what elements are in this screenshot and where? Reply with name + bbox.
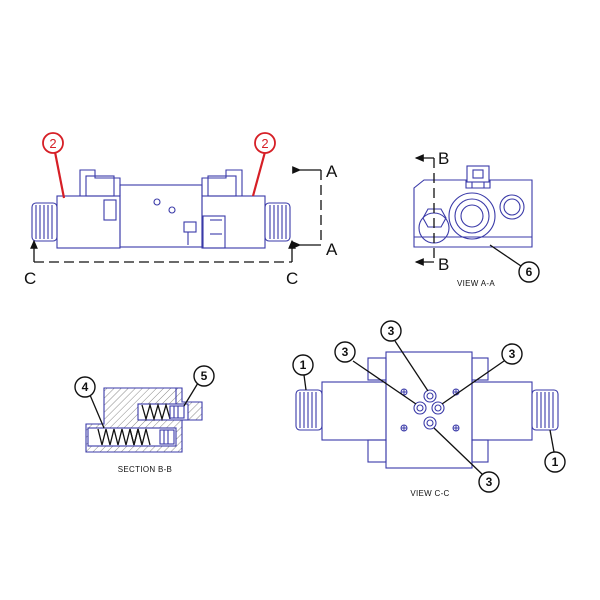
view-a-right-port [499, 194, 525, 220]
callout-3-left: 3 [334, 341, 356, 363]
front-left-knurl [31, 202, 58, 242]
view-c-caption: VIEW C-C [410, 489, 449, 498]
callout-5-label: 5 [201, 369, 208, 383]
section-letter-b-top: B [438, 149, 449, 168]
section-line-c: C C [24, 239, 298, 288]
callout-1-left-label: 1 [300, 358, 307, 372]
callout-2-right-label: 2 [261, 136, 268, 151]
section-letter-c-left: C [24, 269, 36, 288]
view-c-right-solenoid [471, 381, 533, 441]
callout-3-left-leader [352, 360, 417, 405]
section-b-caption: SECTION B-B [118, 465, 172, 474]
view-c-right-knurl [531, 389, 559, 431]
view-c-center-block [385, 351, 473, 469]
callout-4-label: 4 [82, 380, 89, 394]
callout-2-left-leader [53, 151, 66, 199]
callout-3-right: 3 [501, 343, 523, 365]
callout-6-leader [489, 244, 522, 267]
view-c-left-bottom-tab [367, 439, 387, 463]
view-c-ports [413, 389, 445, 430]
callout-2-left: 2 [42, 132, 64, 154]
callout-3-right-label: 3 [509, 347, 516, 361]
section-letter-a-bottom: A [326, 240, 338, 259]
section-letter-c-right: C [286, 269, 298, 288]
view-a-main-bore [448, 192, 496, 240]
section-b-b: 4 5 SECTION B-B [74, 365, 215, 474]
callout-6-label: 6 [526, 265, 533, 279]
view-c-right-top-tab [471, 357, 489, 381]
callout-4: 4 [74, 376, 96, 398]
front-right-knurl [264, 202, 291, 242]
section-b-lower-spool [87, 427, 177, 447]
callout-1-right: 1 [544, 451, 566, 473]
callout-1-left: 1 [292, 354, 314, 376]
view-c-c: 1 1 3 3 3 3 VIEW C-C [292, 320, 566, 498]
view-a-connector [466, 165, 490, 188]
callout-3-bottom-leader [433, 427, 484, 476]
view-c-bolt-marks [400, 388, 460, 432]
view-c-right-bottom-tab [471, 439, 489, 463]
callout-1-left-leader [303, 374, 307, 391]
section-b-upper-spool [137, 402, 189, 422]
view-a-left-hex-port [422, 208, 447, 228]
callout-2-right: 2 [254, 132, 276, 154]
section-letter-b-bottom: B [438, 255, 449, 274]
front-valve-body [119, 184, 226, 249]
callout-2-left-label: 2 [49, 136, 56, 151]
callout-1-right-label: 1 [552, 455, 559, 469]
callout-3-bottom: 3 [478, 471, 500, 493]
section-letter-a-top: A [326, 162, 338, 181]
view-a-a: B B 6 VIEW A-A [413, 149, 540, 288]
callout-3-left-label: 3 [342, 345, 349, 359]
callout-3-top-label: 3 [388, 324, 395, 338]
section-line-b: B B [414, 149, 449, 274]
callout-1-right-leader [549, 429, 555, 453]
front-right-connector [201, 169, 243, 197]
callout-3-top: 3 [380, 320, 402, 342]
front-left-connector [79, 169, 121, 221]
callout-4-leader [89, 394, 105, 429]
front-view: 2 2 A A C C [24, 132, 338, 288]
section-line-a: A A [292, 162, 338, 259]
front-left-solenoid [56, 195, 121, 249]
callout-3-top-leader [394, 340, 429, 392]
callout-5-leader [183, 382, 199, 407]
front-right-solenoid [201, 195, 266, 249]
callout-2-right-leader [251, 151, 267, 197]
callout-6: 6 [518, 261, 540, 283]
view-c-left-knurl [295, 389, 323, 431]
callout-5: 5 [193, 365, 215, 387]
callout-3-bottom-label: 3 [486, 475, 493, 489]
view-a-caption: VIEW A-A [457, 279, 495, 288]
callout-3-right-leader [441, 360, 505, 405]
view-c-left-solenoid [321, 381, 387, 441]
view-a-body-outline [413, 179, 533, 248]
